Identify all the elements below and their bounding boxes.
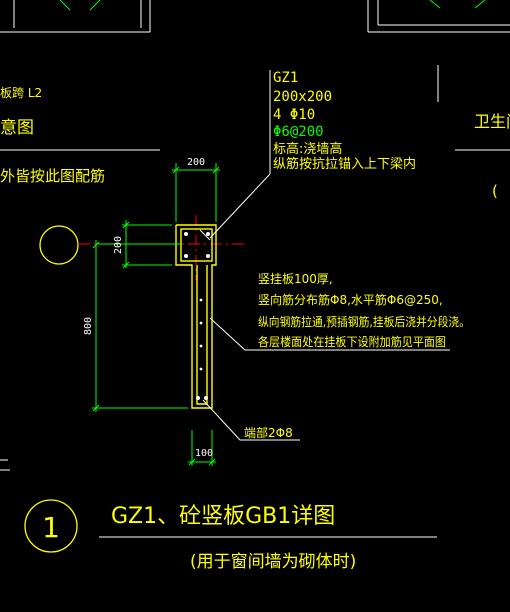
right-fragment-2: ( (492, 182, 498, 200)
dim-top-width: 200 (187, 157, 205, 168)
column-size: 200x200 (273, 89, 332, 105)
left-fragment-1: 板跨 L2 (0, 86, 42, 100)
detail-number-circle (24, 499, 78, 553)
rebar-dots (184, 232, 210, 400)
stirrup-hook (199, 229, 211, 241)
dim-bottom-width: 100 (195, 448, 213, 459)
end-bars-label: 端部2Φ8 (244, 425, 293, 440)
panel-note-line-1: 竖挂板100厚, (258, 272, 333, 286)
dim-left-height: 800 (83, 317, 94, 335)
panel-note-line-4: 各层楼面处在挂板下设附加筋见平面图 (258, 334, 446, 349)
column-section (175, 224, 217, 409)
detail-title: GZ1、砼竖板GB1详图 (111, 504, 335, 529)
column-name: GZ1 (273, 70, 298, 86)
top-frame-lines (0, 0, 510, 471)
column-main-bars: 4 Φ10 (273, 107, 315, 123)
column-stirrups: Φ6@200 (273, 124, 324, 140)
column-note-height: 标高:浇墙高 (273, 141, 342, 157)
dim-left-top: 200 (113, 236, 124, 254)
column-note-anchor: 纵筋按抗拉锚入上下梁内 (273, 156, 416, 172)
left-fragment-2: 意图 (0, 118, 34, 138)
left-fragment-3: 外皆按此图配筋 (0, 167, 105, 185)
axis-bubble (39, 225, 79, 265)
panel-note-line-2: 竖向筋分布筋Φ8,水平筋Φ6@250, (258, 292, 443, 307)
detail-number: 1 (42, 511, 60, 544)
panel-note-line-3: 纵向钢筋拉通,预插钢筋,挂板后浇并分段浇。 (258, 314, 470, 329)
leader-lines (202, 70, 450, 441)
detail-subtitle: (用于窗间墙为砌体时) (190, 552, 356, 572)
right-fragment-1: 卫生间 (474, 112, 510, 131)
dimension-lines (92, 163, 220, 466)
